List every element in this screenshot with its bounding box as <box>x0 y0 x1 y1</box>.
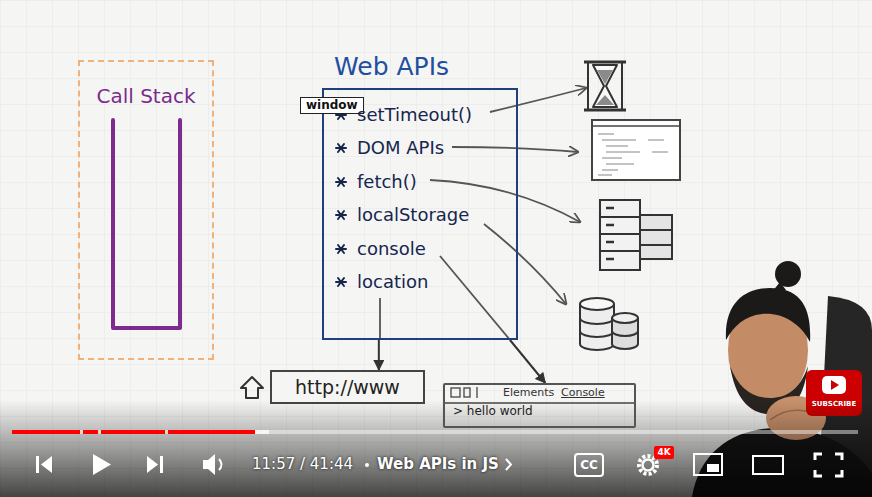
connector-arrow <box>510 340 545 383</box>
web-api-item: DOM APIs <box>357 137 444 159</box>
player-controls <box>753 456 783 474</box>
tab-label: Console <box>561 386 605 399</box>
bullet-asterisk <box>336 245 346 253</box>
player-controls <box>147 456 158 473</box>
player-controls <box>93 454 111 475</box>
hourglass-icon <box>588 62 622 110</box>
html-document-icon <box>598 134 668 175</box>
box-heading: Web APIs <box>334 52 449 82</box>
player-controls <box>639 456 657 474</box>
bullet-asterisk <box>336 178 346 186</box>
player-controls <box>36 456 39 473</box>
database-icon <box>580 318 614 337</box>
devtools-icons <box>464 388 470 397</box>
html-document-icon <box>592 120 680 180</box>
player-controls <box>160 456 163 473</box>
leader-arrow <box>440 256 510 340</box>
hourglass-icon <box>593 65 617 107</box>
server-icon <box>640 215 672 259</box>
subscribe-text: SUBSCRIBE <box>812 400 856 408</box>
player-shade <box>0 400 872 497</box>
database-icon <box>612 313 638 323</box>
presenter-figure <box>772 282 786 292</box>
player-controls <box>694 454 722 475</box>
server-icon <box>600 200 640 270</box>
presenter-figure <box>775 261 801 287</box>
tab-label: Elements <box>503 386 554 399</box>
progress-bar <box>168 430 255 434</box>
progress-bar <box>12 430 858 434</box>
hourglass-icon <box>596 70 614 105</box>
hourglass-icon <box>584 62 626 110</box>
hourglass-icon <box>584 62 626 110</box>
window-tag: window <box>300 97 364 114</box>
devtools-icons <box>451 388 460 397</box>
console-output: > hello world <box>453 404 533 419</box>
progress-bar <box>12 430 858 434</box>
web-api-item: setTimeout() <box>357 104 472 126</box>
server-icon <box>640 230 672 245</box>
player-controls <box>707 464 719 472</box>
database-icon <box>580 298 638 350</box>
leader-arrow <box>484 224 566 304</box>
upload-arrow-icon <box>241 377 263 398</box>
web-api-item: location <box>357 271 428 293</box>
url-text: http://www <box>284 375 411 399</box>
web-api-item: fetch() <box>357 171 417 193</box>
player-controls <box>815 454 842 476</box>
player-controls <box>41 456 52 473</box>
leader-arrow <box>490 88 586 112</box>
devtools-console-panel: > hello world Console Elements <box>443 383 636 428</box>
url-bar-box: http://www <box>270 370 425 404</box>
player-controls <box>643 460 654 471</box>
video-title: Web APIs in JS <box>377 455 499 473</box>
player-controls <box>365 463 369 467</box>
web-api-item: localStorage <box>357 204 469 226</box>
upload-arrow-icon <box>241 377 263 398</box>
progress-bar <box>101 430 165 434</box>
player-controls <box>36 446 842 476</box>
bullet-asterisk <box>336 211 346 219</box>
html-document-icon <box>592 120 680 180</box>
leader-arrow <box>452 147 578 152</box>
progress-bar <box>12 430 80 434</box>
subscribe-button <box>822 376 846 394</box>
server-icon <box>600 217 640 251</box>
devtools-icons <box>476 387 477 398</box>
bullet-asterisk <box>336 111 346 286</box>
player-controls <box>654 446 674 459</box>
call-stack-container <box>113 120 180 328</box>
progress-bar <box>83 430 98 434</box>
bullet-asterisk <box>336 278 346 286</box>
call-stack-region: Call Stack <box>78 60 214 360</box>
connector-arrow <box>378 340 380 370</box>
player-controls <box>219 459 222 470</box>
title-chevron <box>506 459 511 470</box>
progress-bar <box>255 430 269 434</box>
web-api-item: console <box>357 238 426 260</box>
player-controls <box>203 454 215 475</box>
bullet-asterisk <box>336 144 346 152</box>
region-title: Call Stack <box>80 84 212 108</box>
database-icon <box>612 331 638 336</box>
leader-arrow <box>379 298 381 340</box>
captions-button: CC <box>580 458 598 472</box>
presenter-figure <box>726 288 810 342</box>
subscribe-button <box>831 380 839 390</box>
call-stack-container <box>113 120 180 328</box>
tag-label: window <box>306 98 358 113</box>
html-document-icon <box>592 125 680 127</box>
title-chevron <box>506 459 511 470</box>
video-time: 11:57 / 41:44 <box>252 455 353 473</box>
player-shade <box>0 400 872 497</box>
quality-badge: 4K <box>657 447 670 458</box>
player-controls <box>575 454 603 476</box>
server-icon <box>600 200 672 270</box>
database-icon <box>580 298 614 310</box>
server-icon <box>606 208 614 259</box>
